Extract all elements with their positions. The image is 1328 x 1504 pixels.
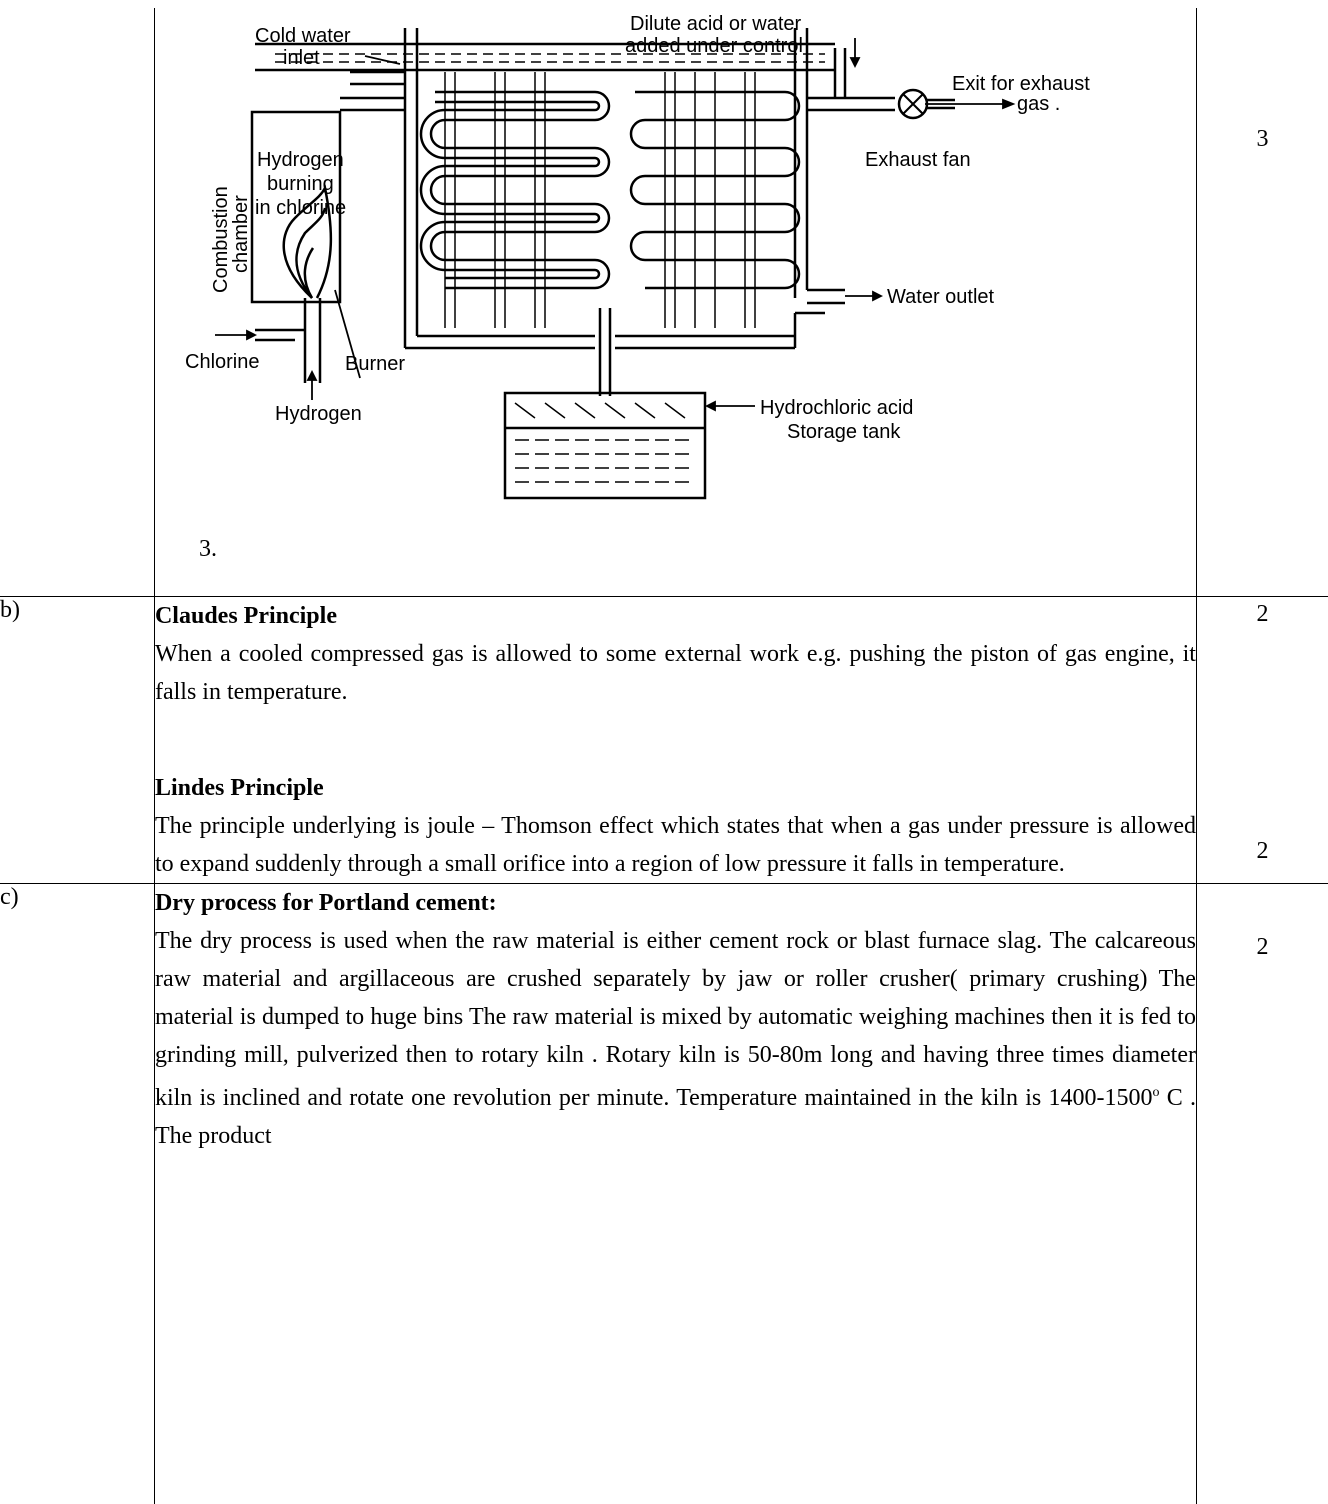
dilute-acid-label-2: added under control (625, 35, 803, 57)
linde-principle-text: The principle underlying is joule – Thom… (154, 813, 1196, 877)
cold-water-inlet-label-2: inlet (283, 47, 320, 69)
chlorine-label: Chlorine (185, 351, 259, 373)
label-cell (0, 8, 155, 597)
claude-principle-text: When a cooled compressed gas is allowed … (154, 641, 1196, 705)
answer-table: Cold water inlet Dilute acid or water ad… (0, 8, 1328, 1504)
cold-water-inlet-label: Cold water (255, 25, 351, 47)
marks-cell: 2 (1195, 883, 1328, 1504)
claude-principle-heading: Claudes Principle (154, 603, 337, 629)
hcl-tank-label: Hydrochloric acid (760, 397, 913, 419)
answer-cell: Dry process for Portland cement: The dry… (153, 883, 1197, 1504)
marks-value: 3 (1256, 126, 1269, 152)
dry-process-text: The dry process is used when the raw mat… (154, 928, 1196, 1149)
hydrogen-burning-label-2: burning (267, 173, 334, 195)
water-outlet-label: Water outlet (887, 286, 995, 308)
marks-value: 2 (1256, 601, 1269, 627)
hydrogen-burning-label-3: in chlorine (255, 197, 346, 219)
burner-label: Burner (345, 353, 405, 375)
exit-exhaust-label: Exit for exhaust (952, 73, 1090, 95)
dilute-acid-label: Dilute acid or water (630, 13, 802, 35)
answer-cell: Claudes Principle When a cooled compress… (153, 596, 1197, 884)
combustion-chamber-label: Combustion (210, 186, 232, 293)
question-label: b) (0, 596, 155, 884)
marks-cell: 2 2 (1195, 596, 1328, 884)
combustion-chamber-label-2: chamber (230, 195, 252, 273)
hcl-synthesis-diagram: Cold water inlet Dilute acid or water ad… (185, 13, 1090, 500)
marks-value: 2 (1256, 838, 1269, 864)
hcl-tank-label-2: Storage tank (787, 421, 901, 443)
hydrogen-label: Hydrogen (275, 403, 362, 425)
table-row: Cold water inlet Dilute acid or water ad… (0, 8, 1328, 597)
exhaust-fan-label: Exhaust fan (865, 149, 971, 171)
diagram-cell: Cold water inlet Dilute acid or water ad… (153, 8, 1197, 597)
linde-principle-heading: Lindes Principle (154, 775, 324, 801)
dry-process-heading: Dry process for Portland cement: (154, 890, 497, 916)
hydrogen-burning-label: Hydrogen (257, 149, 344, 171)
figure-number: 3. (198, 536, 217, 562)
table-row: c) Dry process for Portland cement: The … (0, 883, 1328, 1504)
marks-cell: 3 (1195, 8, 1328, 597)
document-page: Cold water inlet Dilute acid or water ad… (0, 8, 1328, 1504)
marks-value: 2 (1256, 934, 1269, 960)
table-row: b) Claudes Principle When a cooled compr… (0, 596, 1328, 884)
exit-exhaust-label-2: gas . (1017, 93, 1060, 115)
question-label: c) (0, 883, 155, 1504)
